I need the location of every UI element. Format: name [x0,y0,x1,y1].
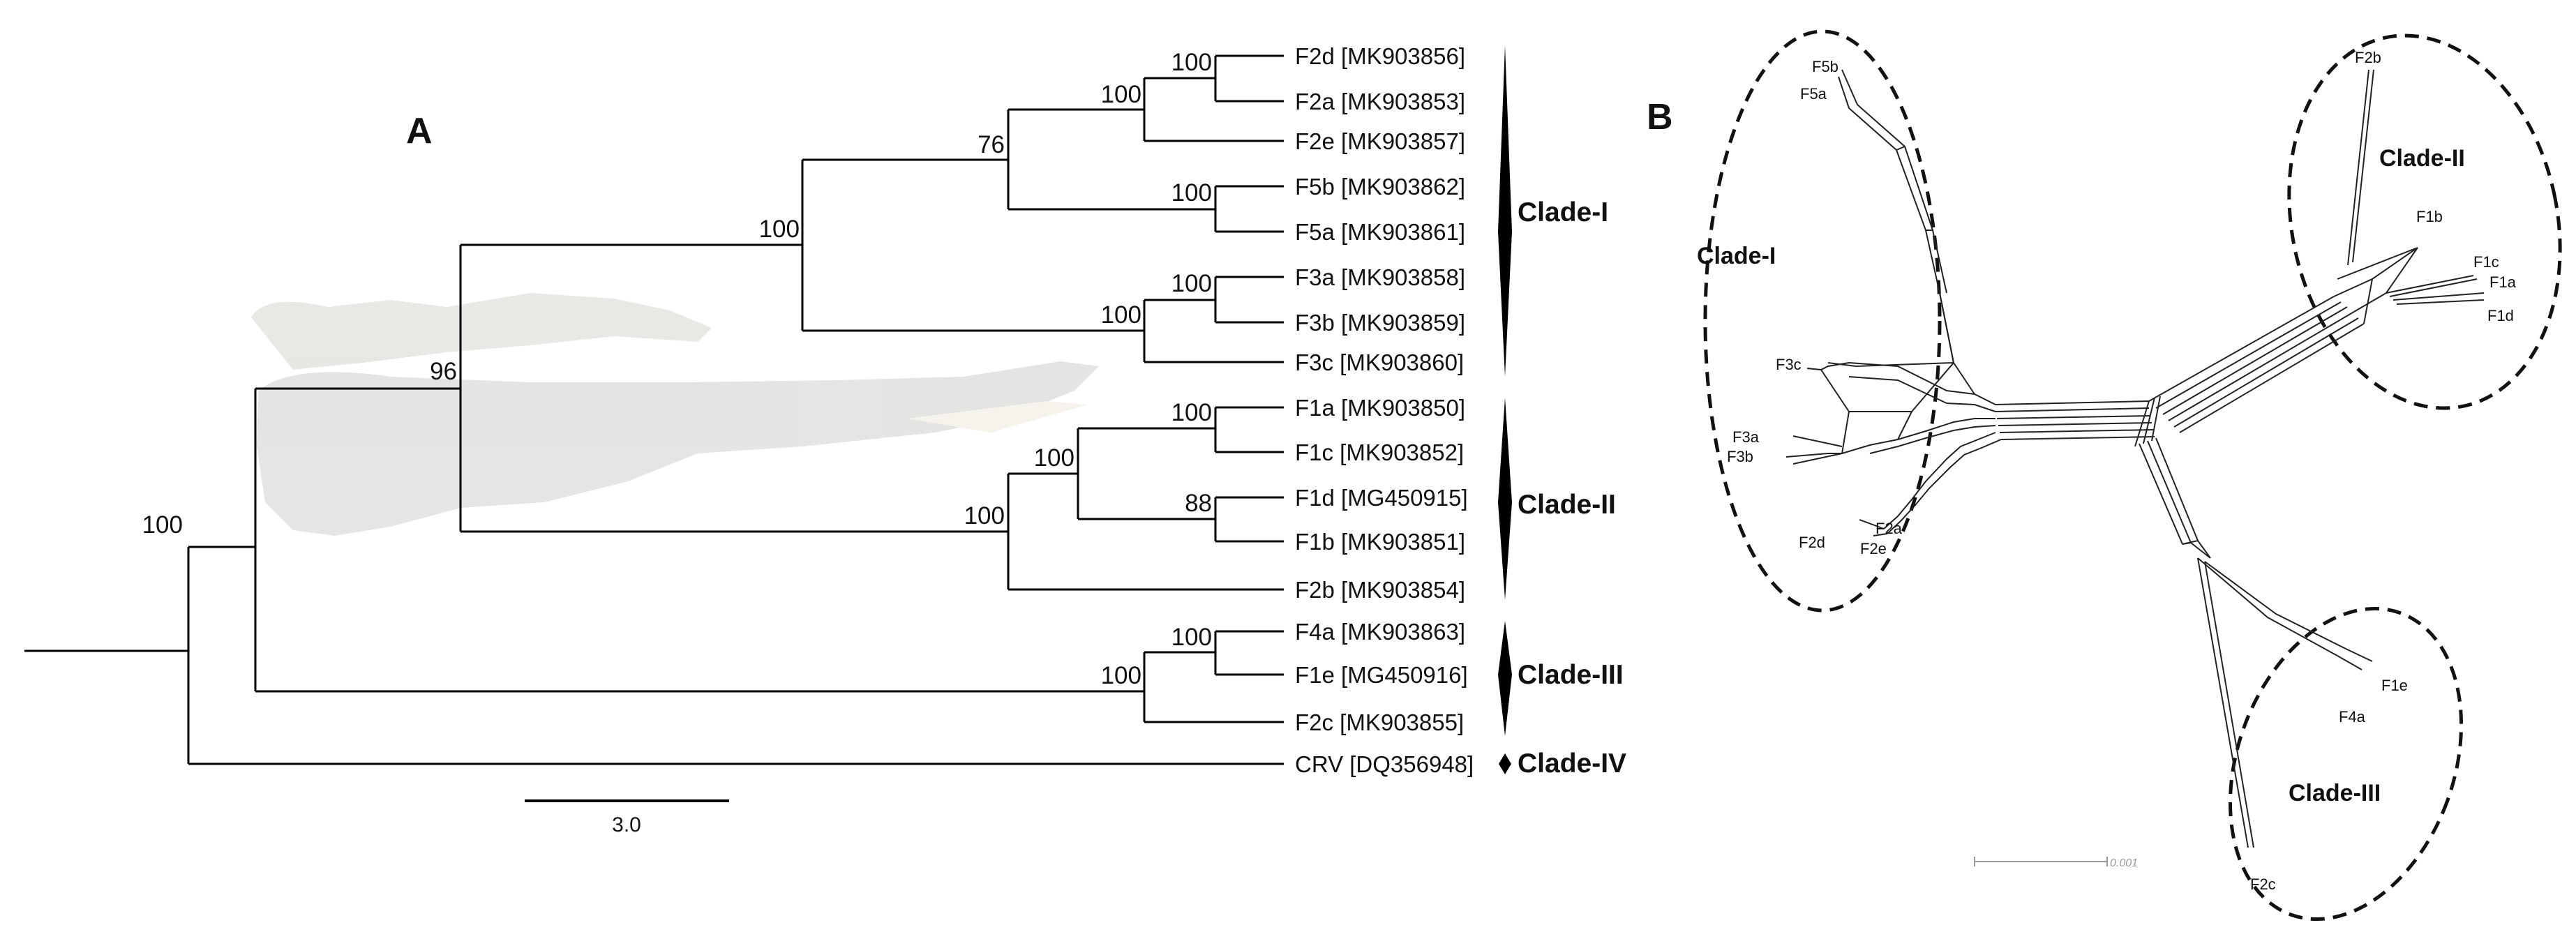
network-clade-1-label: Clade-I [1697,243,1776,269]
network-clade-3-label: Clade-III [2289,780,2381,806]
network-taxon-label: F4a [2339,708,2366,726]
bootstrap-clade-3: 100 [1101,662,1141,689]
taxon-label: F1d [MG450915] [1295,485,1468,511]
network-taxon-label: F5b [1812,58,1839,75]
network-scale-bar: 0.001 [1974,857,2138,869]
clade-3-bar [1498,621,1512,736]
bootstrap-root-split: 100 [142,511,183,539]
taxon-label: F1b [MK903851] [1295,529,1465,555]
bootstrap-f3-group: 100 [1101,301,1141,329]
taxon-labels: F2d [MK903856] F2a [MK903853] F2e [MK903… [1295,43,1474,777]
bootstrap-f4a-f1e: 100 [1171,624,1212,651]
network-scale-label: 0.001 [2110,857,2138,869]
phylogenetic-tree [24,54,1284,765]
bootstrap-clade-1-2: 96 [430,358,457,385]
network-taxon-label: F2a [1875,520,1903,537]
clade-1-label: Clade-I [1518,197,1608,227]
bootstrap-f5-group: 100 [1171,179,1212,206]
bootstrap-values: 100 96 100 76 100 100 100 100 100 100 10… [142,49,1212,689]
taxon-label: F3a [MK903858] [1295,264,1465,290]
taxon-label: CRV [DQ356948] [1295,751,1474,777]
bootstrap-f2-f5: 76 [978,131,1005,158]
bootstrap-f1d-f1b: 88 [1185,490,1212,517]
taxon-label: F1e [MG450916] [1295,662,1468,688]
taxon-label: F5b [MK903862] [1295,174,1465,200]
bootstrap-f1a-f1c: 100 [1171,399,1212,426]
taxon-label: F3c [MK903860] [1295,350,1464,375]
clade-3-label: Clade-III [1518,660,1624,690]
clade-4-label: Clade-IV [1518,749,1626,779]
panel-b-label: B [1647,97,1673,137]
network-taxon-label: F5a [1800,85,1827,103]
network-taxon-labels: F5b F5a F3c F3a F3b F2d F2a F2e F2b F1b … [1727,49,2517,893]
clade-markers: Clade-I Clade-II Clade-III Clade-IV [1498,45,1626,779]
taxon-label: F1a [MK903850] [1295,395,1465,421]
clade-4-bar [1499,753,1511,774]
network-taxon-label: F2b [2355,49,2381,66]
network-taxon-label: F1e [2381,677,2408,694]
clade-2-label: Clade-II [1518,490,1616,520]
taxon-label: F3b [MK903859] [1295,310,1465,336]
network-taxon-label: F1b [2416,208,2443,225]
clade-1-ellipse [1703,29,1942,612]
taxon-label: F4a [MK903863] [1295,619,1465,645]
taxon-label: F1c [MK903852] [1295,439,1464,465]
scale-bar-label: 3.0 [612,813,641,836]
bootstrap-f1-group: 100 [1034,444,1074,472]
bootstrap-f2-group: 100 [1101,81,1141,108]
network-taxon-label: F2d [1799,534,1825,551]
taxon-label: F2c [MK903855] [1295,709,1464,735]
taxon-label: F2e [MK903857] [1295,128,1465,154]
clade-3-ellipse [2228,606,2464,922]
taxon-label: F5a [MK903861] [1295,219,1465,245]
taxon-label: F2a [MK903853] [1295,89,1465,114]
network-taxon-label: F3a [1732,428,1760,446]
bootstrap-f3a-f3b: 100 [1171,270,1212,297]
network-taxon-label: F3c [1776,356,1802,373]
taxon-label: F2d [MK903856] [1295,43,1465,69]
network-taxon-label: F1a [2489,273,2517,291]
bootstrap-clade-2: 100 [964,502,1005,529]
bootstrap-clade-1: 100 [759,216,800,243]
clade-1-bar [1498,45,1512,377]
network-taxon-label: F1c [2473,253,2499,271]
taxon-label: F2b [MK903854] [1295,577,1465,603]
network-taxon-label: F3b [1727,448,1753,465]
crocodile-illustration [251,293,1099,536]
bootstrap-f2d-f2a: 100 [1171,49,1212,76]
panel-a-label: A [406,111,433,151]
network-taxon-label: F2e [1860,540,1887,557]
split-network [1785,69,2485,848]
network-clade-2-label: Clade-II [2379,145,2465,172]
network-taxon-label: F1d [2487,307,2514,324]
clade-2-ellipse [2287,33,2562,410]
clade-2-bar [1498,398,1512,600]
network-taxon-label: F2c [2250,875,2276,893]
